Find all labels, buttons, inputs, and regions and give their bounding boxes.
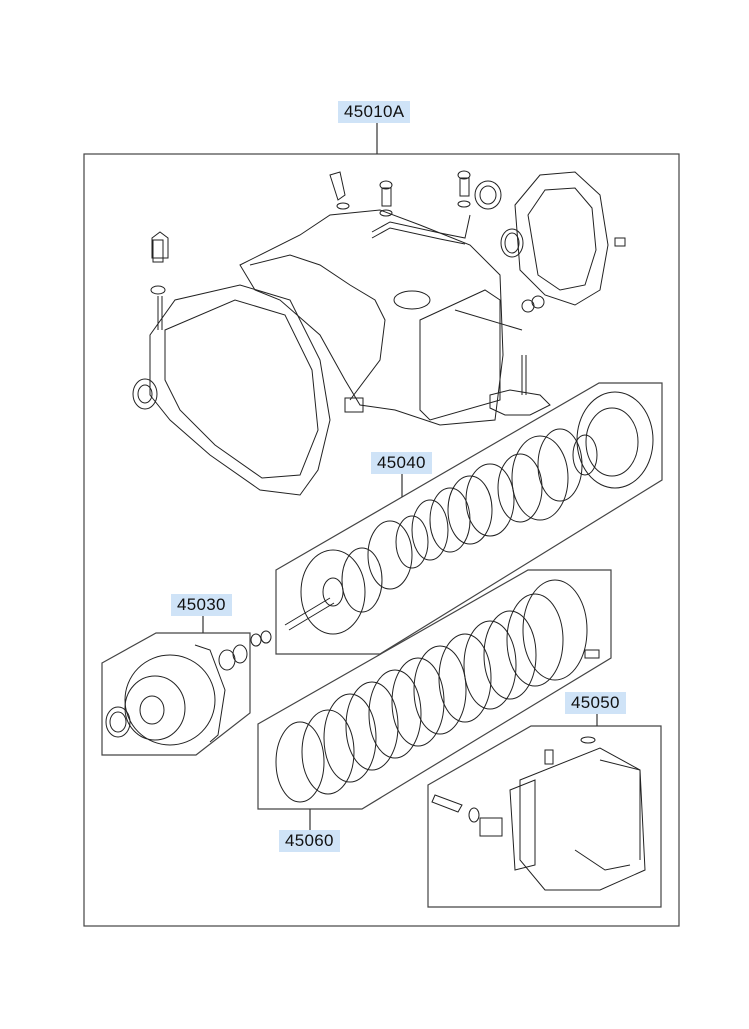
- callout-45010A[interactable]: 45010A: [338, 101, 411, 123]
- group-box-45030: [101, 632, 251, 756]
- main-frame: [83, 153, 680, 927]
- oil-pump-art: [105, 630, 272, 746]
- callout-45050[interactable]: 45050: [565, 692, 626, 714]
- group-box-45060: [257, 569, 612, 810]
- transaxle-housing-art: [132, 170, 626, 496]
- callout-45040[interactable]: 45040: [371, 452, 432, 474]
- callout-45060[interactable]: 45060: [279, 830, 340, 852]
- callout-45030[interactable]: 45030: [171, 594, 232, 616]
- clutch-set-art: [284, 391, 654, 635]
- clutch-pack-art: [275, 579, 600, 803]
- group-box-45050: [427, 725, 662, 908]
- group-box-45040: [275, 382, 663, 655]
- valve-body-art: [431, 736, 646, 891]
